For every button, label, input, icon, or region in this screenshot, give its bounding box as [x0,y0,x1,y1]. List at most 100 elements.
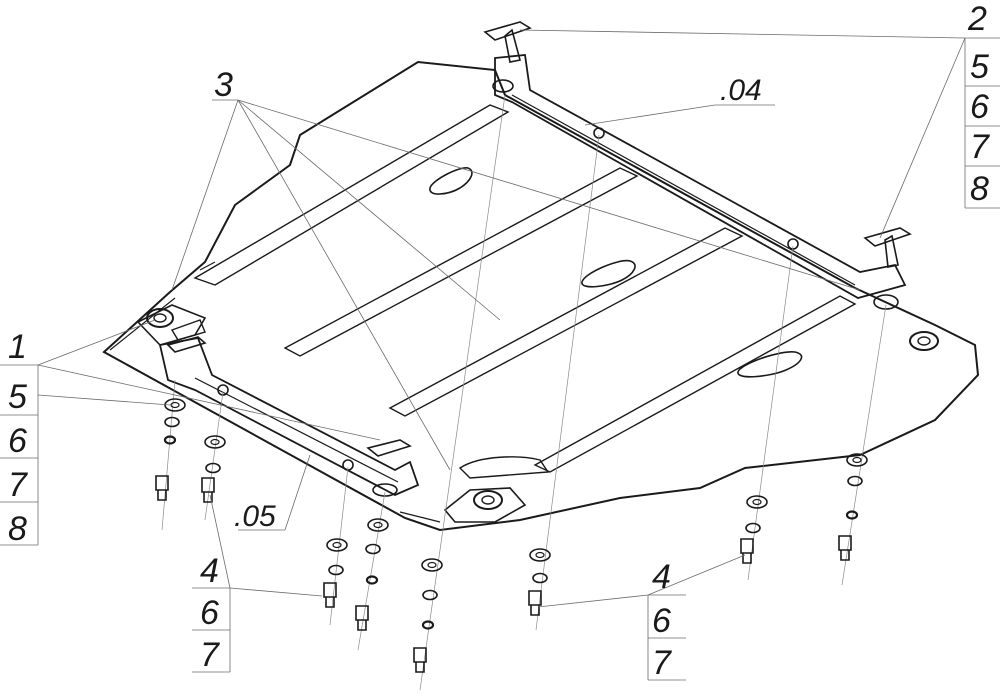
lower-bracket-outline [158,336,420,496]
bushing-right-inner [917,336,931,346]
callout-6: 6 [970,88,989,126]
bushing-bottom [473,490,503,510]
callout-7-bl: 7 [200,636,220,674]
bracket-hole-1 [492,79,514,93]
callout-5: 5 [970,48,989,86]
spring-washer [745,522,761,534]
flat-washer [204,435,226,449]
clamp-lower [166,336,412,457]
flat-washer-hole [752,498,762,506]
bolt-head [155,475,169,491]
callout-6-bl: 6 [200,594,219,632]
clamp-top-plate [483,21,532,41]
bushing-left-inner [153,313,167,323]
spring-washer [328,564,344,576]
skid-plate-inner-edge [109,261,441,523]
flat-washer [529,548,551,562]
callout-7-br: 7 [652,644,672,682]
skid-plate [102,60,980,532]
clamp-left-plate [166,336,207,353]
bushing-bottom-inner [481,495,495,505]
mount-left [136,304,207,346]
channel-3 [388,227,744,417]
mount-left-plate [136,304,207,346]
bolt-head [201,477,215,493]
bolt-shank [157,490,167,501]
bolt-shank [203,492,213,503]
flat-washer [326,538,348,552]
channel-4 [533,295,857,473]
upper-bracket [492,54,907,310]
clamp-lower-plate [366,439,412,457]
lower-bracket-hole [372,483,398,497]
callout-04: .04 [720,74,762,107]
bolt-head [413,647,427,663]
callout-3: 3 [214,66,233,104]
flat-washer-hole [852,456,862,464]
mount-right [909,331,939,351]
bolt-shank [742,553,752,564]
callout-bottom-right: 4 6 7 [647,558,686,682]
spring-washer [532,572,548,584]
bushing-right [909,331,939,351]
skid-plate-outline [102,60,980,532]
mount-bottom-lip [458,456,550,479]
fastener-set [413,558,443,673]
clamp-top-stem [504,28,521,63]
clamp-right-plate [863,227,912,247]
fastener-set [740,495,768,564]
flat-washer-hole [332,541,342,549]
flat-washer-hole [427,561,437,569]
lock-washer [365,575,379,585]
leader-lines [37,29,966,608]
lower-bracket-nut-1 [217,384,229,396]
callout-05: .05 [234,500,276,533]
bracket-nut-1 [593,127,605,139]
bolt-head [838,535,852,551]
bolt-shank [530,605,540,616]
lock-washer [163,435,177,445]
bushing-left [146,308,174,328]
fastener-set [323,538,348,608]
spring-washer [205,462,221,474]
lower-bracket-edge [194,377,399,483]
bolt-head [740,538,754,554]
fastener-set [528,548,551,616]
callout-2: 2 [967,0,987,38]
slot-3 [737,351,803,378]
callout-6-br: 6 [652,602,671,640]
callout-left: 1 5 6 7 8 [0,328,39,548]
slot-2 [581,259,636,288]
clamp-right-stem [884,234,899,268]
bracket-nut-2 [787,238,799,250]
bolt-shank [840,550,850,561]
flat-washer-hole [373,521,383,529]
upper-bracket-outline [494,54,907,299]
flat-washer [846,453,868,467]
callout-7-left: 7 [8,466,28,504]
callout-4-bl: 4 [200,552,219,590]
callout-bottom-left: 4 6 7 [192,552,231,674]
callout-8-left: 8 [8,510,27,548]
clamp-top [483,21,532,63]
callout-6-left: 6 [8,422,27,460]
channel-1 [193,104,510,286]
fastener-set [838,453,868,561]
clamp-right [863,227,912,268]
lock-washer [421,620,435,630]
callout-5-left: 5 [8,378,27,416]
spring-washer [164,416,180,428]
fastener-axes [161,94,887,691]
fastener-set [155,398,186,501]
callout-8: 8 [970,170,989,208]
spring-washer [422,589,438,601]
bolt-head [355,605,369,621]
bolt-head [323,582,337,598]
callout-1: 1 [8,328,27,366]
callout-4-br: 4 [652,558,671,596]
flat-washer-hole [535,551,545,559]
spring-washer [847,475,863,487]
mount-left-clip [170,319,206,341]
spring-washer [365,543,381,555]
